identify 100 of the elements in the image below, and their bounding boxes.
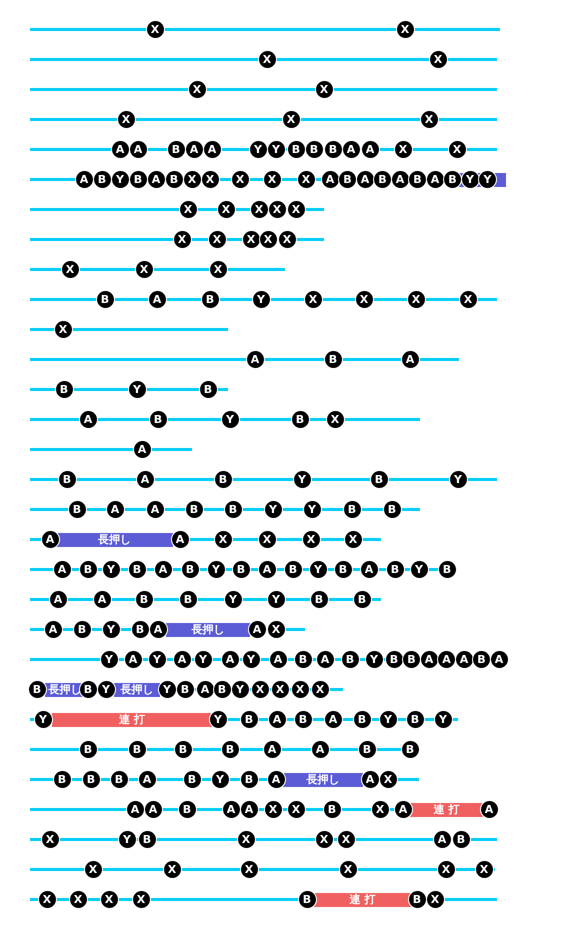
- button-symbol: Y: [112, 171, 128, 188]
- button-symbol: X: [54, 321, 72, 338]
- button-symbol: A: [434, 831, 450, 848]
- button-symbol: X: [118, 111, 134, 128]
- button-symbol: B: [166, 171, 182, 188]
- button-symbol: A: [174, 651, 190, 668]
- button-symbol: X: [282, 111, 300, 128]
- button-symbol: A: [80, 411, 96, 428]
- button-symbol: X: [264, 801, 282, 818]
- mash-bar: 連 打: [313, 893, 412, 907]
- button-symbol: X: [338, 831, 354, 848]
- button-symbol: X: [70, 891, 86, 908]
- button-symbol: X: [356, 291, 372, 308]
- button-symbol: Y: [304, 501, 320, 518]
- button-symbol: X: [448, 141, 466, 158]
- button-symbol: X: [394, 141, 412, 158]
- button-symbol: X: [292, 681, 308, 698]
- button-symbol: Y: [34, 711, 52, 728]
- button-symbol: A: [362, 141, 378, 158]
- button-symbol: A: [426, 171, 444, 188]
- button-symbol: B: [80, 741, 96, 758]
- button-symbol: B: [354, 711, 370, 728]
- button-symbol: B: [438, 561, 456, 578]
- button-symbol: B: [358, 741, 376, 758]
- button-symbol: X: [288, 201, 304, 218]
- button-symbol: X: [420, 111, 438, 128]
- button-symbol: B: [370, 471, 388, 488]
- button-symbol: X: [272, 681, 288, 698]
- button-symbol: X: [396, 21, 414, 38]
- button-symbol: X: [430, 51, 446, 68]
- button-symbol: B: [214, 471, 232, 488]
- button-symbol: B: [408, 891, 426, 908]
- button-symbol: X: [218, 201, 234, 218]
- button-symbol: Y: [158, 681, 176, 698]
- button-symbol: X: [38, 891, 56, 908]
- button-symbol: A: [76, 171, 92, 188]
- button-symbol: B: [168, 141, 184, 158]
- button-symbol: B: [334, 561, 352, 578]
- button-symbol: A: [360, 561, 378, 578]
- button-symbol: B: [406, 711, 424, 728]
- button-symbol: B: [324, 801, 340, 818]
- button-symbol: Y: [250, 141, 266, 158]
- hold-bar: 長押し: [166, 623, 250, 637]
- button-symbol: Y: [242, 651, 260, 668]
- button-symbol: X: [100, 891, 118, 908]
- button-symbol: Y: [479, 171, 496, 188]
- button-symbol: A: [322, 171, 338, 188]
- button-symbol: B: [138, 831, 156, 848]
- button-symbol: A: [44, 621, 62, 638]
- button-symbol: A: [124, 651, 142, 668]
- button-symbol: B: [28, 681, 46, 698]
- button-symbol: A: [112, 141, 128, 158]
- button-symbol: X: [184, 171, 200, 188]
- button-symbol: A: [106, 501, 124, 518]
- button-symbol: X: [240, 861, 258, 878]
- button-symbol: X: [438, 861, 454, 878]
- button-symbol: B: [182, 561, 198, 578]
- button-symbol: B: [339, 171, 356, 188]
- button-symbol: A: [196, 681, 214, 698]
- button-symbol: Y: [224, 591, 242, 608]
- button-symbol: B: [180, 591, 196, 608]
- button-symbol: X: [258, 51, 276, 68]
- button-symbol: X: [344, 531, 362, 548]
- button-symbol: B: [386, 561, 404, 578]
- button-symbol: A: [172, 531, 188, 548]
- button-symbol: Y: [434, 711, 452, 728]
- button-symbol: Y: [462, 171, 478, 188]
- button-symbol: B: [186, 501, 202, 518]
- button-symbol: A: [270, 651, 286, 668]
- button-symbol: A: [312, 741, 328, 758]
- button-symbol: Y: [102, 621, 120, 638]
- button-symbol: Y: [100, 651, 118, 668]
- button-symbol: X: [42, 831, 58, 848]
- mash-bar: 連 打: [52, 713, 212, 727]
- button-symbol: A: [240, 801, 258, 818]
- button-symbol: B: [128, 561, 146, 578]
- button-symbol: A: [438, 651, 455, 668]
- button-symbol: X: [312, 681, 328, 698]
- button-symbol: Y: [366, 651, 382, 668]
- button-symbol: B: [56, 381, 72, 398]
- button-symbol: B: [444, 171, 461, 188]
- button-symbol: A: [54, 561, 70, 578]
- button-symbol: B: [288, 141, 304, 158]
- button-symbol: B: [110, 771, 128, 788]
- button-symbol: A: [402, 351, 418, 368]
- button-symbol: X: [84, 861, 102, 878]
- button-symbol: X: [316, 831, 332, 848]
- button-symbol: X: [268, 621, 284, 638]
- button-symbol: X: [316, 81, 332, 98]
- button-symbol: Y: [208, 561, 224, 578]
- button-symbol: Y: [194, 651, 212, 668]
- button-symbol: B: [68, 501, 86, 518]
- button-symbol: A: [264, 741, 280, 758]
- button-symbol: B: [224, 501, 242, 518]
- hold-bar: 長押し: [283, 773, 363, 787]
- button-symbol: B: [82, 771, 100, 788]
- button-symbol: B: [54, 771, 70, 788]
- button-symbol: B: [232, 561, 250, 578]
- button-symbol: B: [292, 411, 308, 428]
- button-symbol: A: [154, 561, 172, 578]
